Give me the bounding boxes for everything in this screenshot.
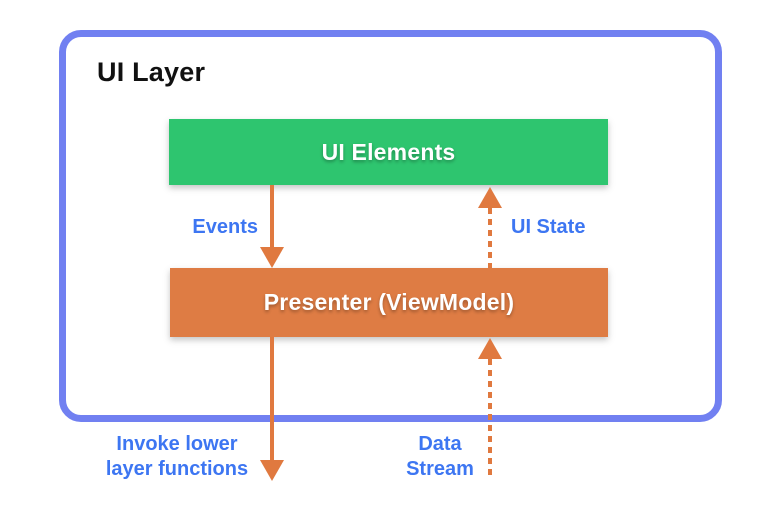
arrow-data-stream-label: Data Stream [393,432,487,482]
arrow-invoke-head-icon [260,460,284,481]
arrow-invoke-label-line2: layer functions [105,458,249,480]
arrow-events-head-icon [260,247,284,268]
ui-layer-container: UI Layer [59,30,722,422]
arrow-events-line [270,185,274,248]
arrow-ui-state-line [488,208,492,268]
node-ui-elements-label: UI Elements [321,138,456,165]
arrow-ui-state-head-icon [478,187,502,208]
arrow-data-stream-line [488,359,492,477]
ui-layer-title: UI Layer [97,57,206,87]
arrow-invoke-label-line1: Invoke lower [116,433,238,455]
arrow-data-stream-label-line1: Data [418,433,462,455]
arrow-ui-state-label: UI State [511,216,586,238]
arrow-events-label: Events [192,216,258,238]
arrow-invoke-label: Invoke lower layer functions [93,432,261,482]
arrow-data-stream-label-line2: Stream [406,458,474,480]
arrow-invoke-line [270,337,274,461]
node-presenter: Presenter (ViewModel) [170,268,608,337]
node-ui-elements: UI Elements [169,119,608,185]
arrow-data-stream-head-icon [478,338,502,359]
node-presenter-label: Presenter (ViewModel) [263,289,515,315]
